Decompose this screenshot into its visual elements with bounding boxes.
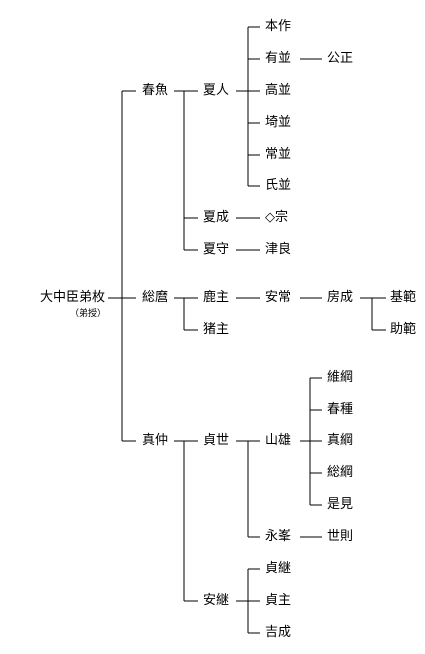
person-koretsuna: 維綱 bbox=[327, 370, 354, 385]
person-sadatsugu: 貞継 bbox=[265, 561, 292, 576]
person-natsumori: 夏守 bbox=[203, 242, 230, 257]
person-ujinami: 氏並 bbox=[265, 178, 292, 193]
person-tsura: 津良 bbox=[265, 242, 292, 257]
person-sadayo: 貞世 bbox=[203, 433, 230, 448]
person-tsunenami: 常並 bbox=[265, 147, 292, 162]
person-koremi: 是見 bbox=[327, 497, 354, 512]
person-sotsuna: 総綱 bbox=[327, 465, 354, 480]
person-harutane: 春種 bbox=[327, 402, 354, 417]
person-harukai: 春魚 bbox=[142, 83, 169, 98]
person-mune: ◇宗 bbox=[265, 210, 288, 225]
person-root-note: （弟授） bbox=[70, 309, 107, 319]
person-nagamine: 永峯 bbox=[265, 529, 292, 544]
person-yamao: 山雄 bbox=[265, 433, 292, 448]
person-yasutsugu: 安継 bbox=[203, 593, 230, 608]
person-motonori: 基範 bbox=[390, 290, 417, 305]
person-inomushi: 猪主 bbox=[203, 322, 230, 337]
person-kimimasa: 公正 bbox=[327, 51, 354, 66]
person-shikanushi: 鹿主 bbox=[203, 290, 230, 305]
person-motosaku: 本作 bbox=[265, 19, 292, 34]
person-somaro: 総麿 bbox=[142, 290, 169, 305]
person-fusanari: 房成 bbox=[327, 290, 354, 305]
person-sadanushi: 貞主 bbox=[265, 593, 292, 608]
person-matsuna: 真綱 bbox=[327, 433, 354, 448]
person-yoshinari: 吉成 bbox=[265, 625, 292, 640]
person-sukenori: 助範 bbox=[390, 322, 417, 337]
person-mamaro: 真仲 bbox=[142, 433, 169, 448]
person-root: 大中臣弟枚 bbox=[40, 290, 106, 305]
person-takanami: 高並 bbox=[265, 83, 292, 98]
person-natsunari: 夏成 bbox=[203, 210, 230, 225]
person-arinami: 有並 bbox=[265, 51, 292, 66]
person-natsuhito: 夏人 bbox=[203, 83, 230, 98]
person-sakinami: 埼並 bbox=[265, 115, 292, 130]
person-yonori: 世則 bbox=[327, 529, 354, 544]
person-yasutsune: 安常 bbox=[265, 290, 292, 305]
